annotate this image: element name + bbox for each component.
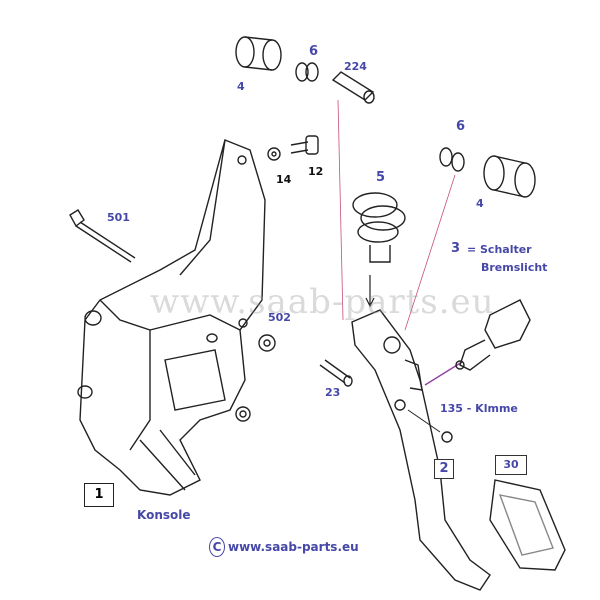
sleeve-drawing xyxy=(331,71,375,104)
label-switch-line2: Bremslicht xyxy=(481,261,548,274)
box-pad: 30 xyxy=(495,455,527,475)
label-pin-23: 23 xyxy=(325,386,341,399)
label-washer: 14 xyxy=(276,173,292,186)
label-clip-right: 6 xyxy=(456,119,466,134)
pad-drawing xyxy=(489,479,566,571)
label-clamp: 135 - Klmme xyxy=(440,402,518,415)
label-clip-left: 6 xyxy=(309,44,319,59)
copyright-symbol: C xyxy=(209,537,225,557)
label-spring: 5 xyxy=(376,170,386,185)
console-drawing xyxy=(77,139,266,496)
bolt-12-drawing xyxy=(290,135,319,155)
label-bushing-right: 4 xyxy=(476,197,484,210)
label-sleeve: 224 xyxy=(344,60,367,73)
bushing-left-drawing xyxy=(235,36,282,71)
label-switch-line1: Schalter xyxy=(480,243,532,256)
box-console: 1 xyxy=(84,483,114,507)
label-nut-502: 502 xyxy=(268,311,291,324)
washer-drawing xyxy=(267,147,281,161)
clip-right-drawing xyxy=(439,147,465,172)
label-bolt-12: 12 xyxy=(308,165,324,178)
label-switch-eq: = xyxy=(467,243,477,256)
label-switch-number: 3 xyxy=(451,241,461,256)
brake-switch-drawing xyxy=(455,299,531,371)
pedal-drawing xyxy=(351,309,491,591)
label-bushing-left: 4 xyxy=(237,80,245,93)
bushing-right-drawing xyxy=(483,155,536,198)
box-pedal: 2 xyxy=(434,459,454,479)
label-bolt-501: 501 xyxy=(107,211,130,224)
label-console-name: Konsole xyxy=(137,508,191,522)
clip-left-drawing xyxy=(295,62,319,82)
watermark: www.saab-parts.eu xyxy=(150,282,495,322)
spring-drawing xyxy=(352,192,406,263)
copyright-url: www.saab-parts.eu xyxy=(228,540,359,554)
bolt-501-drawing xyxy=(69,209,136,263)
pin-23-drawing xyxy=(319,359,353,387)
nut-502-drawing xyxy=(258,334,276,352)
